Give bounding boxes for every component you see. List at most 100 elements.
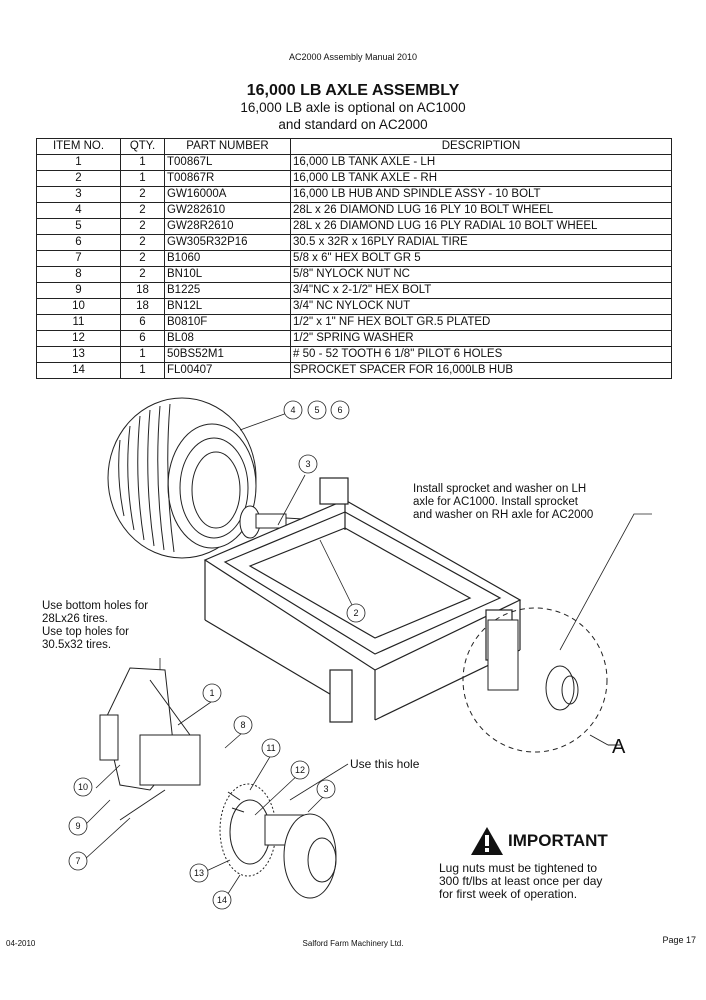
callout-2-label: 2: [353, 608, 358, 618]
cell-qty: 1: [120, 154, 165, 171]
axle-bracket-drawing: [99, 667, 201, 821]
callout-12: [290, 760, 310, 780]
use-this-hole-note: Use this hole: [350, 757, 420, 771]
cell-item-no: 10: [36, 298, 121, 315]
callout-3-top: [298, 454, 318, 474]
warning-icon: [471, 827, 503, 855]
callout-6: [330, 400, 350, 420]
holes-note: Use bottom holes for 28Lx26 tires. Use t…: [42, 600, 148, 652]
important-line-2: 300 ft/lbs at least once per day: [439, 874, 603, 888]
callout-1: [202, 683, 222, 703]
cell-qty: 2: [120, 250, 165, 267]
cell-description: 3/4" NC NYLOCK NUT: [290, 298, 672, 315]
page-header: AC2000 Assembly Manual 2010: [288, 52, 418, 62]
cell-part-number: 50BS52M1: [164, 346, 291, 363]
cell-description: 28L x 26 DIAMOND LUG 16 PLY RADIAL 10 BO…: [290, 218, 672, 235]
callout-14-label: 14: [217, 895, 227, 905]
cell-item-no: 3: [36, 186, 121, 203]
callout-5: [307, 400, 327, 420]
cell-part-number: B0810F: [164, 314, 291, 331]
holes-note-line-3: Use top holes for: [42, 626, 129, 638]
cell-part-number: GW282610: [164, 202, 291, 219]
important-title: IMPORTANT: [508, 831, 608, 850]
callout-2: [346, 603, 366, 623]
callout-3-bottom: [316, 779, 336, 799]
tire-drawing: [107, 397, 257, 559]
callout-12-label: 12: [295, 765, 305, 775]
detail-a-drawing: [462, 607, 620, 753]
cell-item-no: 6: [36, 234, 121, 251]
cell-part-number: BN10L: [164, 266, 291, 283]
cell-part-number: GW28R2610: [164, 218, 291, 235]
callout-6-label: 6: [337, 405, 342, 415]
callout-10: [73, 777, 93, 797]
cell-part-number: FL00407: [164, 362, 291, 379]
cell-qty: 6: [120, 330, 165, 347]
leader-lines: [83, 411, 652, 901]
holes-note-line-2: 28Lx26 tires.: [42, 613, 108, 625]
callout-10-label: 10: [78, 782, 88, 792]
cell-item-no: 2: [36, 170, 121, 187]
cell-item-no: 14: [36, 362, 121, 379]
cell-description: 30.5 x 32R x 16PLY RADIAL TIRE: [290, 234, 672, 251]
cell-part-number: T00867L: [164, 154, 291, 171]
cell-qty: 1: [120, 170, 165, 187]
cell-part-number: GW305R32P16: [164, 234, 291, 251]
header-part-number: PART NUMBER: [164, 138, 291, 155]
cell-part-number: B1225: [164, 282, 291, 299]
cell-item-no: 12: [36, 330, 121, 347]
cell-qty: 2: [120, 234, 165, 251]
cell-qty: 18: [120, 298, 165, 315]
cell-description: 1/2" x 1" NF HEX BOLT GR.5 PLATED: [290, 314, 672, 331]
cell-description: 5/8" NYLOCK NUT NC: [290, 266, 672, 283]
callout-3-top-label: 3: [305, 459, 310, 469]
cell-item-no: 13: [36, 346, 121, 363]
cell-qty: 6: [120, 314, 165, 331]
cell-part-number: BL08: [164, 330, 291, 347]
footer-page-number: Page 17: [662, 935, 696, 945]
callout-bubbles: [68, 400, 366, 910]
cell-description: 1/2" SPRING WASHER: [290, 330, 672, 347]
table-header-row: ITEM NO. QTY. PART NUMBER DESCRIPTION: [36, 138, 672, 155]
callout-3-bottom-label: 3: [323, 784, 328, 794]
cell-part-number: T00867R: [164, 170, 291, 187]
cell-item-no: 11: [36, 314, 121, 331]
callout-8-label: 8: [240, 720, 245, 730]
subtitle-line-1: 16,000 LB axle is optional on AC1000: [240, 100, 466, 115]
cell-description: SPROCKET SPACER FOR 16,000LB HUB: [290, 362, 672, 379]
callout-11-label: 11: [266, 743, 275, 753]
cell-description: 16,000 LB TANK AXLE - RH: [290, 170, 672, 187]
subtitle-line-2: and standard on AC2000: [278, 117, 428, 132]
callout-4-label: 4: [290, 405, 295, 415]
header-item-no: ITEM NO.: [36, 138, 121, 155]
cell-description: 3/4"NC x 2-1/2" HEX BOLT: [290, 282, 672, 299]
header-description: DESCRIPTION: [290, 138, 672, 155]
cell-qty: 2: [120, 202, 165, 219]
callout-8: [233, 715, 253, 735]
callout-9: [68, 816, 88, 836]
sprocket-note-line-3: and washer on RH axle for AC2000: [413, 509, 594, 521]
cell-description: 16,000 LB TANK AXLE - LH: [290, 154, 672, 171]
cell-qty: 2: [120, 266, 165, 283]
sprocket-note: Install sprocket and washer on LH axle f…: [413, 483, 593, 522]
axle-assembly-diagram: 4 5 6 3 2 1 8 11 12 3 10 9 7 13 14 A Use…: [68, 397, 652, 910]
cell-description: 16,000 LB HUB AND SPINDLE ASSY - 10 BOLT: [290, 186, 672, 203]
cell-item-no: 5: [36, 218, 121, 235]
cell-item-no: 9: [36, 282, 121, 299]
cell-qty: 1: [120, 362, 165, 379]
callout-7-label: 7: [75, 856, 80, 866]
cell-item-no: 4: [36, 202, 121, 219]
footer-company: Salford Farm Machinery Ltd.: [302, 939, 404, 948]
